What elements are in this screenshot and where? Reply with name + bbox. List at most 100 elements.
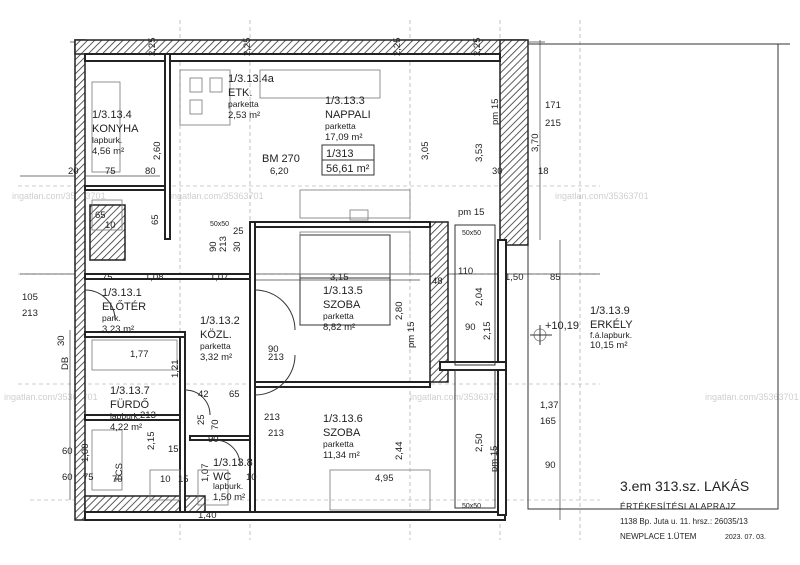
- dimension-label: 10: [105, 220, 116, 231]
- dimension-label: 3,53: [474, 144, 485, 163]
- pm-label: pm 15: [490, 99, 501, 125]
- dimension-label: 2,15: [482, 322, 493, 341]
- dimension-label: 90: [208, 434, 219, 445]
- watermark-text: ingatlan.com/35363701: [4, 392, 98, 402]
- dimension-label: 42: [198, 389, 209, 400]
- room-material: parketta: [323, 439, 354, 449]
- dimension-label: 25: [196, 414, 207, 425]
- room-kozl: 1/3.13.2 KÖZL. parketta 3,32 m²: [200, 315, 240, 363]
- room-area: 1,50 m²: [213, 492, 245, 503]
- dimension-label: 30: [56, 335, 67, 346]
- watermark-text: ingatlan.com/35363701: [410, 392, 504, 402]
- dimension-label: 3,70: [530, 134, 541, 153]
- dimension-label: 90: [208, 241, 219, 252]
- elevation-label: +10,19: [545, 320, 579, 332]
- dimension-label: 3,15: [330, 272, 349, 283]
- dimension-label: 1,77: [130, 349, 149, 360]
- dimension-label: 213: [218, 236, 229, 252]
- room-name: WC: [213, 471, 231, 483]
- dimension-label: 3,05: [420, 142, 431, 161]
- dimension-label: 2,25: [392, 38, 403, 57]
- room-id: 1/3.13.4a: [228, 73, 275, 85]
- room-name: ERKÉLY: [590, 318, 633, 331]
- room-area: 17,09 m²: [325, 132, 363, 143]
- room-id: 1/3.13.9: [590, 305, 630, 317]
- room-id: 1/3.13.3: [325, 95, 365, 107]
- dimension-label: 25: [233, 226, 244, 237]
- room-furdo: 1/3.13.7 FÜRDŐ lapburk. 4,22 m²: [110, 385, 150, 433]
- dimension-label: 65: [229, 389, 240, 400]
- plan-subtitle: ÉRTÉKESÍTÉSI ALAPRAJZ: [620, 501, 736, 511]
- dimension-label: 70: [112, 474, 123, 485]
- dimension-label: 213: [22, 308, 38, 319]
- dimension-label: 1,07: [210, 272, 229, 283]
- dimension-label: 48: [432, 276, 443, 287]
- apartment-code: 1/313: [326, 148, 354, 160]
- dimension-label: 2,15: [146, 432, 157, 451]
- room-name: KONYHA: [92, 123, 139, 135]
- tcs-label: TCS: [114, 463, 125, 482]
- dimension-label: 75: [102, 272, 113, 283]
- room-area: 2,53 m²: [228, 110, 260, 121]
- watermarks: ingatlan.com/35363701 ingatlan.com/35363…: [4, 191, 799, 402]
- dimension-label: 1,40: [198, 510, 217, 521]
- dimension-label: 80: [145, 166, 156, 177]
- watermark-text: ingatlan.com/35363701: [12, 191, 106, 201]
- watermark-text: ingatlan.com/35363701: [705, 392, 799, 402]
- dimension-label: 213: [268, 352, 284, 363]
- room-area: 4,22 m²: [110, 422, 142, 433]
- pm-label: pm 15: [458, 207, 484, 218]
- room-etk: 1/3.13.4a ETK. parketta 2,53 m²: [228, 73, 275, 121]
- room-eloter: 1/3.13.1 ELŐTÉR park. 3,23 m²: [102, 287, 146, 335]
- room-name: FÜRDŐ: [110, 397, 150, 411]
- dimension-label: 2,80: [394, 302, 405, 321]
- dimension-label: 30: [232, 241, 243, 252]
- balcony-outline: [527, 43, 790, 510]
- dimension-label: 1,08: [145, 272, 164, 283]
- dimension-label: 213: [268, 428, 284, 439]
- dimension-label: 10: [160, 474, 171, 485]
- room-material: park.: [102, 313, 121, 323]
- shaft-label: 50x50: [462, 230, 481, 237]
- room-nappali: 1/3.13.3 NAPPALI parketta 17,09 m²: [325, 95, 371, 143]
- room-id: 1/3.13.4: [92, 109, 132, 121]
- dimension-label: 4,95: [375, 473, 394, 484]
- dimension-label: 90: [268, 344, 279, 355]
- room-material: lapburk.: [92, 135, 122, 145]
- dimension-label: 213: [264, 412, 280, 423]
- pm-label: pm 15: [406, 322, 417, 348]
- room-material: parketta: [323, 311, 354, 321]
- dimension-label: 75: [83, 472, 94, 483]
- room-material: parketta: [228, 99, 259, 109]
- small-labels: DB TCS pm 15 pm 15 pm 15 pm 15 50x50 50x…: [60, 99, 501, 510]
- room-id: 1/3.13.5: [323, 285, 363, 297]
- room-konyha: 1/3.13.4 KONYHA lapburk. 4,56 m²: [92, 109, 139, 157]
- dimension-label: 1,07: [200, 464, 211, 483]
- dimension-label: 2,04: [474, 288, 485, 307]
- room-szoba-1: 1/3.13.5 SZOBA parketta 8,82 m²: [323, 285, 363, 333]
- room-szoba-2: 1/3.13.6 SZOBA parketta 11,34 m²: [323, 413, 363, 461]
- dimension-label: 20: [68, 166, 79, 177]
- room-id: 1/3.13.2: [200, 315, 240, 327]
- room-material: f.á.lapburk.: [590, 330, 632, 340]
- dimension-label: 15: [178, 474, 189, 485]
- structure-hatch: [74, 39, 529, 521]
- room-id: 1/3.13.8: [213, 457, 253, 469]
- dimension-label: 15: [168, 444, 179, 455]
- room-material: parketta: [200, 341, 231, 351]
- dimension-label: 65: [95, 210, 106, 221]
- dimension-label: 1,00: [80, 444, 91, 463]
- watermark-text: ingatlan.com/35363701: [555, 191, 649, 201]
- room-wc: 1/3.13.8 WC lapburk. 1,50 m²: [213, 457, 253, 503]
- dimension-label: 10: [246, 472, 257, 483]
- dimension-label: 70: [210, 419, 221, 430]
- dimension-label: 2,50: [474, 434, 485, 453]
- room-id: 1/3.13.7: [110, 385, 150, 397]
- room-id: 1/3.13.1: [102, 287, 142, 299]
- plan-date: 2023. 07. 03.: [725, 534, 766, 541]
- room-id: 1/3.13.6: [323, 413, 363, 425]
- dimension-label: 90: [465, 322, 476, 333]
- dimension-label: 105: [22, 292, 38, 303]
